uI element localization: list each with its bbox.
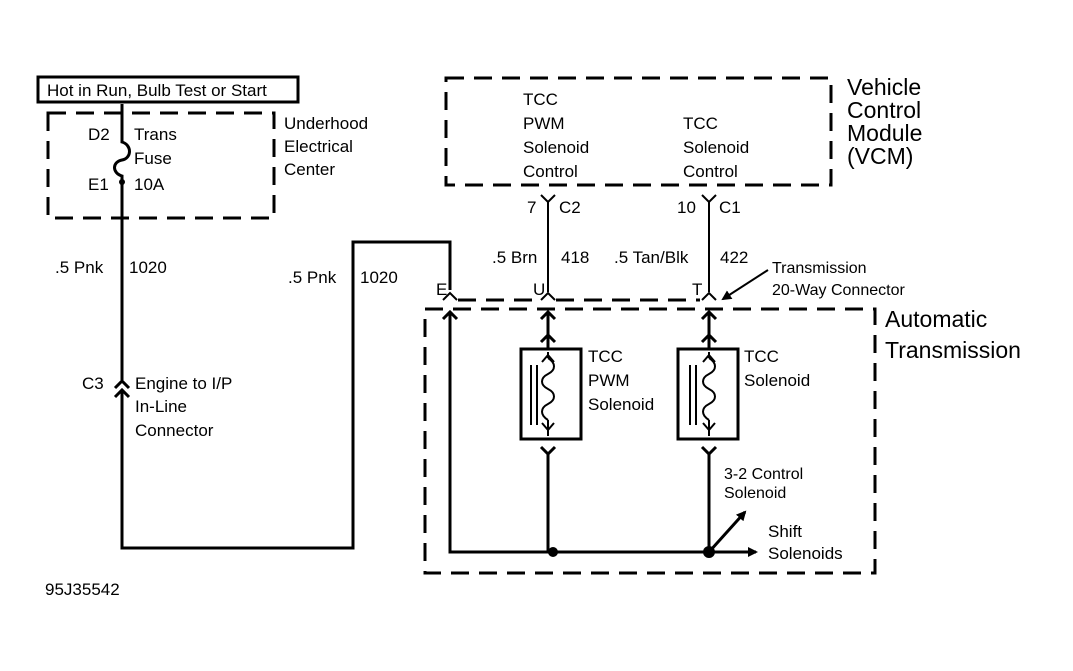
solenoid-connector-symbol: [539, 445, 557, 457]
wire-mid-circuit: 1020: [360, 268, 398, 287]
vcm-name-line-4: (VCM): [847, 143, 913, 169]
fuse-block-outline: [46, 111, 276, 220]
fuse-label-line-2: Fuse: [134, 149, 172, 168]
inline-connector-pin: C3: [82, 374, 104, 393]
vcm-pwm-connector: C2: [559, 198, 581, 217]
connector-pin-t-symbol: [701, 291, 717, 301]
tcc-solenoid-coil-icon: [702, 357, 716, 421]
automatic-transmission: Automatic Transmission TCC PWM Solenoid: [423, 306, 1021, 575]
pwm-solenoid-name-line-3: Solenoid: [588, 395, 654, 414]
vcm-name-line-1: Vehicle: [847, 74, 921, 100]
control-32-name-line-2: Solenoid: [724, 485, 786, 502]
connector-pin-e-symbol: [442, 291, 458, 301]
fuse-symbol: [113, 104, 131, 184]
t-pin-male-symbol: [700, 309, 718, 321]
transmission-name-line-2: Transmission: [885, 337, 1021, 363]
wire-left-circuit: 1020: [129, 258, 167, 277]
fuse-block-name-line-2: Electrical: [284, 137, 353, 156]
inline-connector-name-line-3: Connector: [135, 421, 214, 440]
connector-pointer-arrow: [721, 269, 769, 301]
pwm-control-line-3: Solenoid: [523, 138, 589, 157]
pwm-solenoid-coil-icon: [541, 357, 555, 421]
vcm-connector-c2-symbol: [540, 194, 556, 204]
vcm-tcc-connector: C1: [719, 198, 741, 217]
pwm-control-line-4: Control: [523, 162, 578, 181]
tcc-solenoid-name-line-2: Solenoid: [744, 371, 810, 390]
inline-connector-name-line-1: Engine to I/P: [135, 374, 232, 393]
transmission-name-line-1: Automatic: [885, 306, 987, 332]
vcm-name-line-2: Control: [847, 97, 921, 123]
transmission-20-way-connector: E U T Transmission 20-Way Connector: [436, 260, 905, 302]
tcc-control-line-3: Control: [683, 162, 738, 181]
vcm-name-line-3: Module: [847, 120, 922, 146]
wire-segment: [120, 240, 452, 550]
wire-418: .5 Brn 418: [492, 202, 589, 292]
fuse-label-line-1: Trans: [134, 125, 177, 144]
ground-feed-wire: [448, 313, 748, 554]
connector-name-line-2: 20-Way Connector: [772, 282, 905, 299]
vcm-tcc-pin: 10: [677, 198, 696, 217]
wire-mid-gauge: .5 Pnk: [288, 268, 337, 287]
wire-422: .5 Tan/Blk 422: [614, 202, 748, 292]
wire-1020-left: .5 Pnk 1020: [55, 184, 167, 380]
control-32-arrow: [707, 510, 747, 554]
pwm-control-line-2: PWM: [523, 114, 565, 133]
tcc-control-line-1: TCC: [683, 114, 718, 133]
connector-female-symbol: [113, 378, 131, 390]
fuse-label-line-3: 10A: [134, 175, 165, 194]
u-pin-male-symbol: [539, 309, 557, 321]
power-label-text: Hot in Run, Bulb Test or Start: [47, 81, 267, 100]
pwm-solenoid-box: [519, 347, 583, 441]
tcc-solenoid-box: [676, 347, 740, 441]
connector-pin-u: U: [533, 280, 545, 299]
connector-pin-e: E: [436, 280, 447, 299]
fuse-block-name-line-3: Center: [284, 160, 335, 179]
inline-connector-name-line-2: In-Line: [135, 397, 187, 416]
connector-name-line-1: Transmission: [772, 260, 867, 277]
wire-left-gauge: .5 Pnk: [55, 258, 104, 277]
fuse-block-name-line-1: Underhood: [284, 114, 368, 133]
tcc-control-line-2: Solenoid: [683, 138, 749, 157]
tcc-solenoid-name-line-1: TCC: [744, 347, 779, 366]
transmission-outline: [423, 307, 877, 575]
control-32-name-line-1: 3-2 Control: [724, 466, 803, 483]
wire-1020-loop: .5 Pnk 1020: [120, 240, 452, 550]
solenoid-connector-symbol: [539, 332, 557, 344]
vcm-pwm-pin: 7: [527, 198, 536, 217]
vehicle-control-module: Vehicle Control Module (VCM) TCC PWM Sol…: [444, 74, 922, 217]
connector-pin-u-symbol: [540, 291, 556, 301]
fuse-pin-d2: D2: [88, 125, 110, 144]
shift-solenoids-name-line-1: Shift: [768, 522, 802, 541]
pwm-solenoid-name-line-2: PWM: [588, 371, 630, 390]
figure-id: 95J35542: [45, 580, 120, 599]
wire-422-circuit: 422: [720, 248, 748, 267]
pwm-solenoid-name-line-1: TCC: [588, 347, 623, 366]
solenoid-connector-symbol: [700, 445, 718, 457]
power-label-box: [36, 75, 300, 104]
inline-connector-c3: C3 Engine to I/P In-Line Connector: [82, 374, 232, 440]
wire-422-gauge: .5 Tan/Blk: [614, 248, 689, 267]
fuse-pin-e1: E1: [88, 175, 109, 194]
shift-solenoids-name-line-2: Solenoids: [768, 544, 843, 563]
pwm-control-line-1: TCC: [523, 90, 558, 109]
solenoid-connector-symbol: [700, 332, 718, 344]
splice-pwm: [548, 547, 558, 557]
vcm-outline: [444, 76, 833, 187]
wire-418-circuit: 418: [561, 248, 589, 267]
vcm-connector-c1-symbol: [701, 194, 717, 204]
wire-418-gauge: .5 Brn: [492, 248, 537, 267]
power-source-label: Hot in Run, Bulb Test or Start: [36, 75, 300, 104]
underhood-electrical-center: Underhood Electrical Center D2 E1 Trans …: [46, 104, 368, 220]
fuse-terminal: [119, 179, 125, 185]
e-pin-male-symbol: [441, 309, 459, 321]
connector-pin-t: T: [692, 280, 702, 299]
